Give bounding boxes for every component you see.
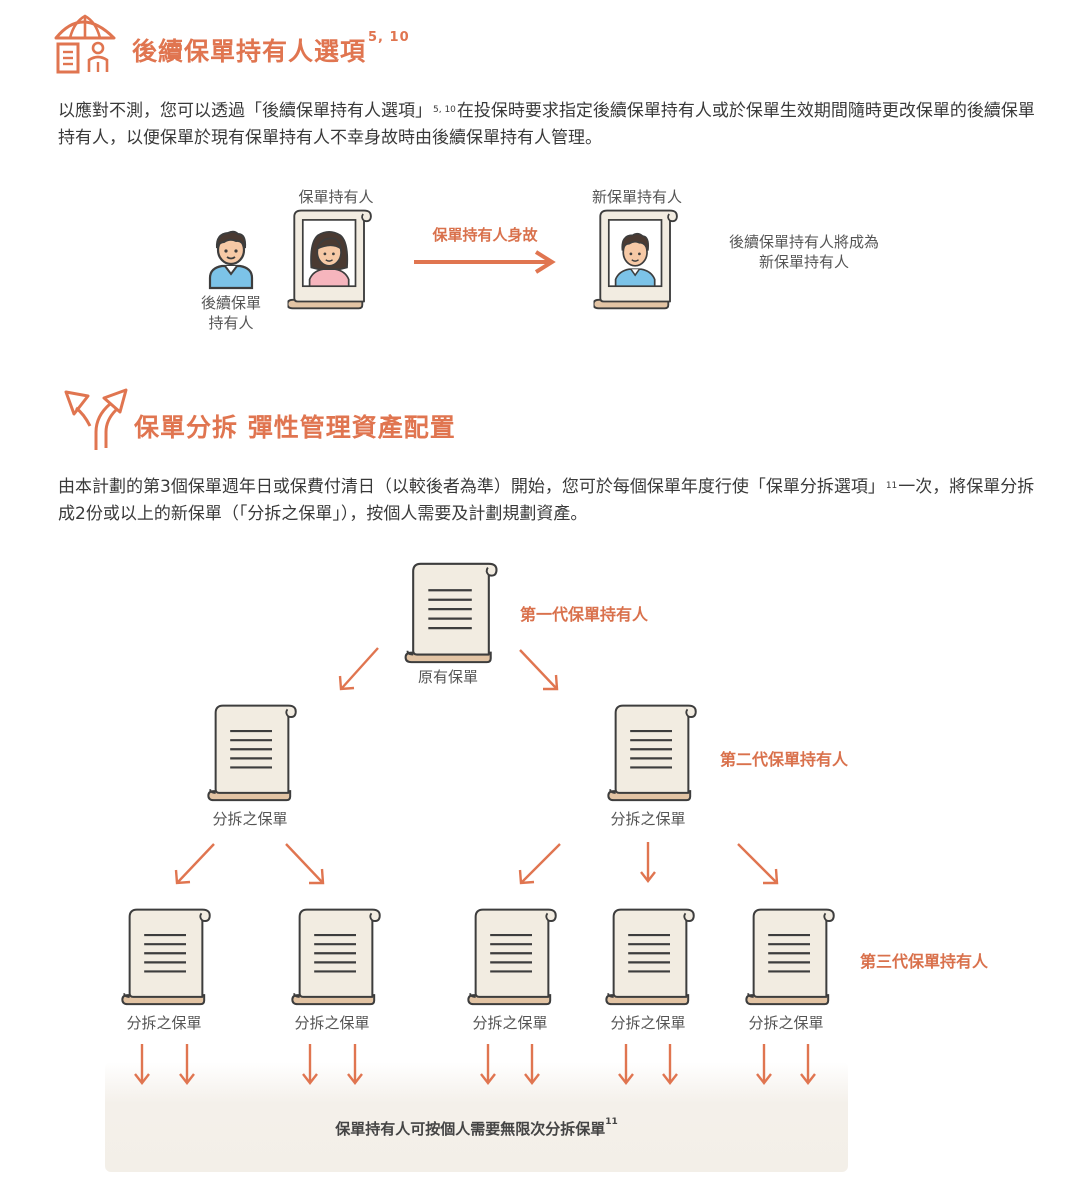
split-policy-label-l3-5: 分拆之保單 (748, 1014, 824, 1032)
split-policy-label-l2-left: 分拆之保單 (212, 810, 288, 828)
section1-title-footnote: 5, 10 (368, 30, 410, 45)
footer-panel (105, 1062, 848, 1172)
arrow-right-a (521, 843, 561, 883)
gen2-label: 第二代保單持有人 (720, 750, 849, 769)
arrowhead-original-right (543, 674, 559, 691)
arrow-left-a (177, 843, 215, 883)
split-policy-label-l2-right: 分拆之保單 (610, 810, 686, 828)
arrowhead-right-a (518, 869, 535, 885)
arrow-right-c (737, 843, 777, 883)
arrow-left-b (285, 843, 323, 883)
split-arrows-icon (64, 388, 128, 450)
footer-note: 保單持有人可按個人需要無限次分拆保單11 (335, 1117, 618, 1138)
split-policy-icon-l3-5 (738, 906, 842, 1006)
arrowhead-left-b (309, 868, 325, 885)
arrowhead-left-a (174, 869, 191, 885)
successor-person-icon (208, 230, 254, 290)
event-label: 保單持有人身故 (432, 226, 538, 244)
new-holder-scroll (586, 208, 686, 310)
split-policy-label-l3-4: 分拆之保單 (610, 1014, 686, 1032)
footer-footnote: 11 (605, 1117, 618, 1127)
current-holder-scroll (280, 208, 380, 310)
gen3-label: 第三代保單持有人 (860, 952, 989, 971)
split-policy-icon-l2-right (600, 702, 704, 802)
split-policy-icon-l2-left (200, 702, 304, 802)
arrowhead-right-b (640, 871, 656, 883)
event-arrow (414, 250, 556, 274)
section1-paragraph: 以應對不測，您可以透過「後續保單持有人選項」5, 10在投保時要求指定後續保單持… (58, 101, 1035, 148)
umbrella-person-icon (54, 14, 116, 74)
split-policy-icon-l3-4 (598, 906, 702, 1006)
successor-holder-label: 後續保單 持有人 (200, 294, 261, 332)
result-label: 後續保單持有人將成為 新保單持有人 (728, 233, 879, 271)
current-holder-label: 保單持有人 (298, 188, 374, 206)
split-policy-icon-l3-2 (284, 906, 388, 1006)
section2-paragraph: 由本計劃的第3個保單週年日或保費付清日（以較後者為準）開始，您可於每個保單年度行… (58, 477, 1035, 524)
section1-para-footnote: 5, 10 (433, 105, 456, 115)
gen1-label: 第一代保單持有人 (520, 605, 649, 624)
arrow-original-left (341, 647, 379, 689)
original-policy-label: 原有保單 (417, 668, 478, 686)
split-policy-label-l3-1: 分拆之保單 (126, 1014, 202, 1032)
split-policy-label-l3-3: 分拆之保單 (472, 1014, 548, 1032)
down-arrows (134, 1044, 816, 1085)
arrowhead-original-left (338, 675, 355, 691)
section2-para-footnote: 11 (885, 481, 898, 491)
section2-title: 保單分拆 彈性管理資產配置 (134, 413, 456, 442)
arrowhead-right-c (763, 868, 779, 885)
split-policy-icon-l3-1 (114, 906, 218, 1006)
split-policy-label-l3-2: 分拆之保單 (294, 1014, 370, 1032)
split-policy-icon-l3-3 (460, 906, 564, 1006)
arrow-original-right (519, 649, 557, 689)
new-holder-label: 新保單持有人 (591, 188, 682, 206)
